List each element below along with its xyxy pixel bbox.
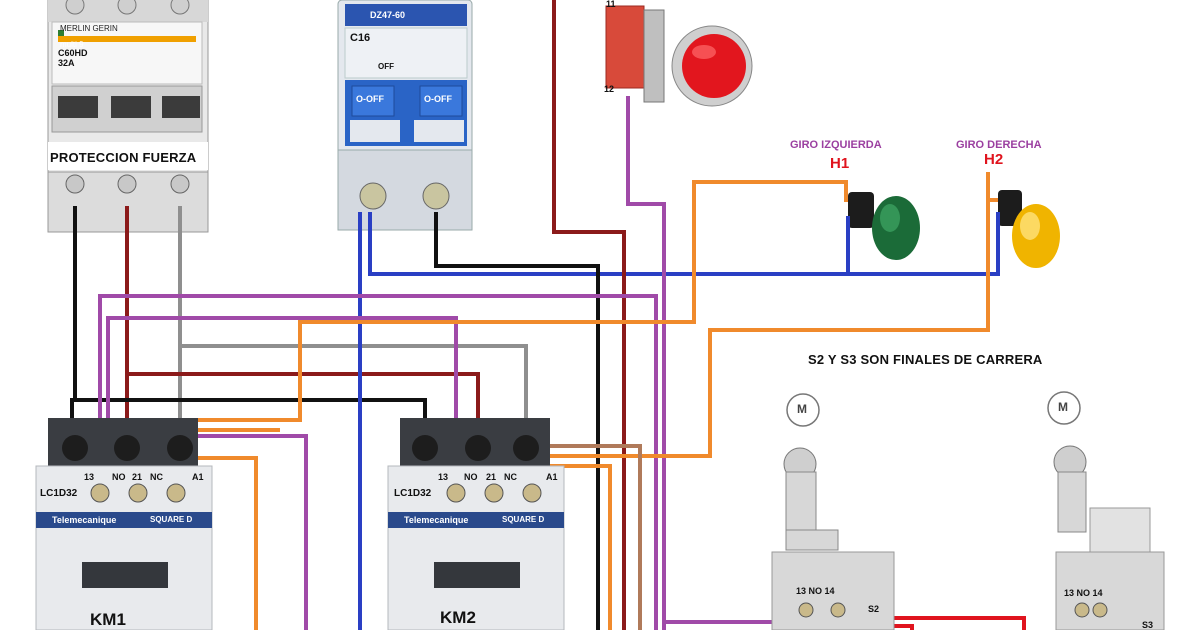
pilot-light-h1-title: GIRO IZQUIERDA: [790, 139, 882, 151]
pilot-light-h1: [848, 192, 920, 260]
wire-orange-h2: [526, 172, 998, 490]
limit-switch-s3: [1047, 391, 1165, 630]
km1-contact-nc: NC: [150, 472, 163, 482]
breaker-left-caption: PROTECCION FUERZA: [50, 150, 197, 165]
wire-black-km2: [72, 398, 427, 424]
km1-contact-13: 13: [84, 472, 95, 482]
s2-motor-symbol: M: [797, 402, 807, 416]
breaker-center-position-left: O-OFF: [356, 94, 384, 104]
pilot-light-h2-tag: H2: [984, 151, 1004, 168]
breaker-left-rating: 32A: [58, 58, 75, 68]
km2-contact-13: 13: [438, 472, 449, 482]
wire-gray-km2: [180, 344, 528, 424]
km2-contact-nc: NC: [504, 472, 517, 482]
km1-brand: Telemecanique: [52, 515, 117, 525]
km1-contact-a1: A1: [192, 472, 204, 482]
breaker-left-series: multi 9: [60, 40, 84, 49]
s2-tag: S2: [868, 604, 880, 614]
breaker-left-brand: MERLIN GERIN: [60, 24, 118, 33]
wire-blue-lamps: [368, 212, 850, 276]
km2-contact-21: 21: [486, 472, 497, 482]
breaker-center-off-label: OFF: [378, 62, 394, 71]
breaker-center-position-right: O-OFF: [424, 94, 452, 104]
wire-black-l1: [70, 206, 77, 420]
wire-darkred-control: [552, 0, 626, 630]
wire-set: [70, 0, 1142, 630]
pushbutton-terminal-top: 11: [606, 0, 616, 9]
km2-tag: KM2: [440, 608, 476, 627]
wire-blue-h2: [848, 212, 1000, 276]
wire-purple-km1-b: [106, 316, 458, 490]
km1-contact-21: 21: [132, 472, 143, 482]
contactor-km1-body: [35, 418, 213, 630]
breaker-center-brand: DZ47-60: [370, 10, 406, 20]
pilot-light-h2: [998, 190, 1060, 268]
limit-switch-s2: [771, 393, 895, 630]
pilot-light-h2-title: GIRO DERECHA: [956, 139, 1042, 151]
wire-purple-stop: [626, 96, 666, 630]
km2-contact-a1: A1: [546, 472, 558, 482]
stop-pushbutton: [605, 5, 753, 107]
km1-model: LC1D32: [40, 488, 78, 499]
km1-brand2: SQUARE D: [150, 515, 193, 524]
km1-contact-no: NO: [112, 472, 126, 482]
breaker-center-rating: C16: [350, 32, 371, 44]
s3-terminals: 13 NO 14: [1064, 588, 1103, 598]
pushbutton-terminal-bottom: 12: [604, 84, 615, 94]
contactor-km2-body: [387, 418, 565, 630]
wire-purple-km1-a: [98, 294, 658, 630]
breaker-protection-fuerza: [47, 0, 209, 233]
km2-brand: Telemecanique: [404, 515, 469, 525]
s3-motor-symbol: M: [1058, 400, 1068, 414]
km2-brand2: SQUARE D: [502, 515, 545, 524]
limit-switch-note: S2 Y S3 SON FINALES DE CARRERA: [808, 352, 1043, 367]
s2-terminals: 13 NO 14: [796, 586, 835, 596]
breaker-left-model: C60HD: [58, 48, 88, 58]
km2-model: LC1D32: [394, 488, 432, 499]
s3-tag: S3: [1142, 620, 1154, 630]
wire-darkred-km2: [127, 372, 480, 424]
km2-contact-no: NO: [464, 472, 478, 482]
km1-tag: KM1: [90, 610, 126, 629]
pilot-light-h1-tag: H1: [830, 155, 850, 172]
